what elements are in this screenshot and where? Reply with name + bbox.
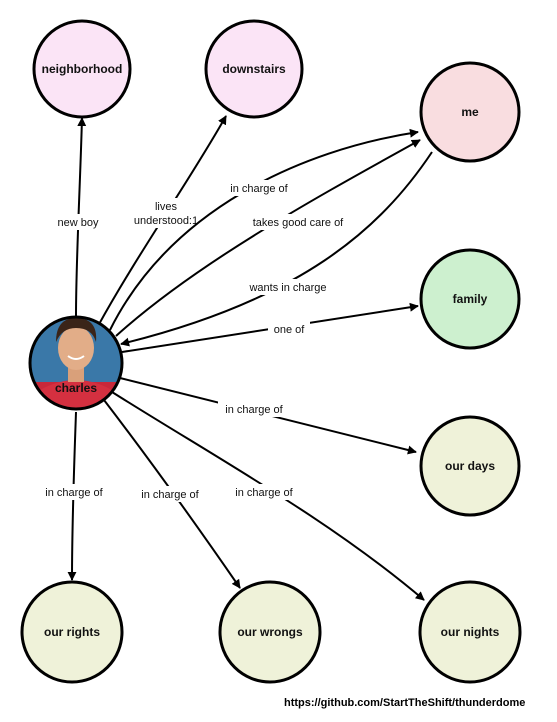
edge-takes-good-care-of: takes good care of [115,139,421,337]
node-our-wrongs[interactable]: our wrongs [218,580,322,684]
edge-wants-in-charge: wants in charge [120,151,433,347]
node-label-our-days: our days [445,459,495,473]
edge-label-new-boy: new boy [58,217,99,229]
node-family[interactable]: family [419,248,521,350]
node-label-downstairs: downstairs [222,62,286,76]
node-neighborhood[interactable]: neighborhood [32,19,132,119]
edge-label-in-charge-of-our-nights: in charge of [235,487,293,499]
edge-lives-understood: lives understood:1 [97,115,227,327]
node-our-days[interactable]: our days [419,415,521,517]
edge-label-wants-in-charge: wants in charge [248,282,326,294]
node-our-rights[interactable]: our rights [20,580,124,684]
edge-in-charge-of-our-rights: in charge of [38,411,110,581]
node-label-our-nights: our nights [441,625,500,639]
edge-label-takes-good-care-of: takes good care of [253,217,344,229]
edge-in-charge-of-me: in charge of [109,128,419,331]
node-label-me: me [461,105,479,119]
node-label-neighborhood: neighborhood [42,62,123,76]
edge-one-of: one of [121,302,419,353]
edge-new-boy: new boy [51,117,105,317]
node-our-nights[interactable]: our nights [418,580,522,684]
edge-label-in-charge-of-me: in charge of [230,183,288,195]
edge-in-charge-of-our-days: in charge of [119,377,417,455]
node-me[interactable]: me [419,61,521,163]
node-label-our-rights: our rights [44,625,100,639]
edge-in-charge-of-our-nights: in charge of [111,391,425,601]
edge-label-understood: understood:1 [134,215,198,227]
node-label-family: family [453,292,488,306]
node-label-charles: charles [55,381,97,395]
footer-url[interactable]: https://github.com/StartTheShift/thunder… [284,697,526,709]
edge-label-in-charge-of-our-days: in charge of [225,404,283,416]
edge-label-in-charge-of-our-wrongs: in charge of [141,489,199,501]
charles-photo [30,317,122,409]
node-charles[interactable]: charles [28,315,124,414]
edge-in-charge-of-our-wrongs: in charge of [103,399,241,589]
edge-label-lives: lives [155,201,178,213]
node-downstairs[interactable]: downstairs [204,19,304,119]
node-label-our-wrongs: our wrongs [237,625,303,639]
edge-label-one-of: one of [274,324,306,336]
edge-label-in-charge-of-our-rights: in charge of [45,487,103,499]
